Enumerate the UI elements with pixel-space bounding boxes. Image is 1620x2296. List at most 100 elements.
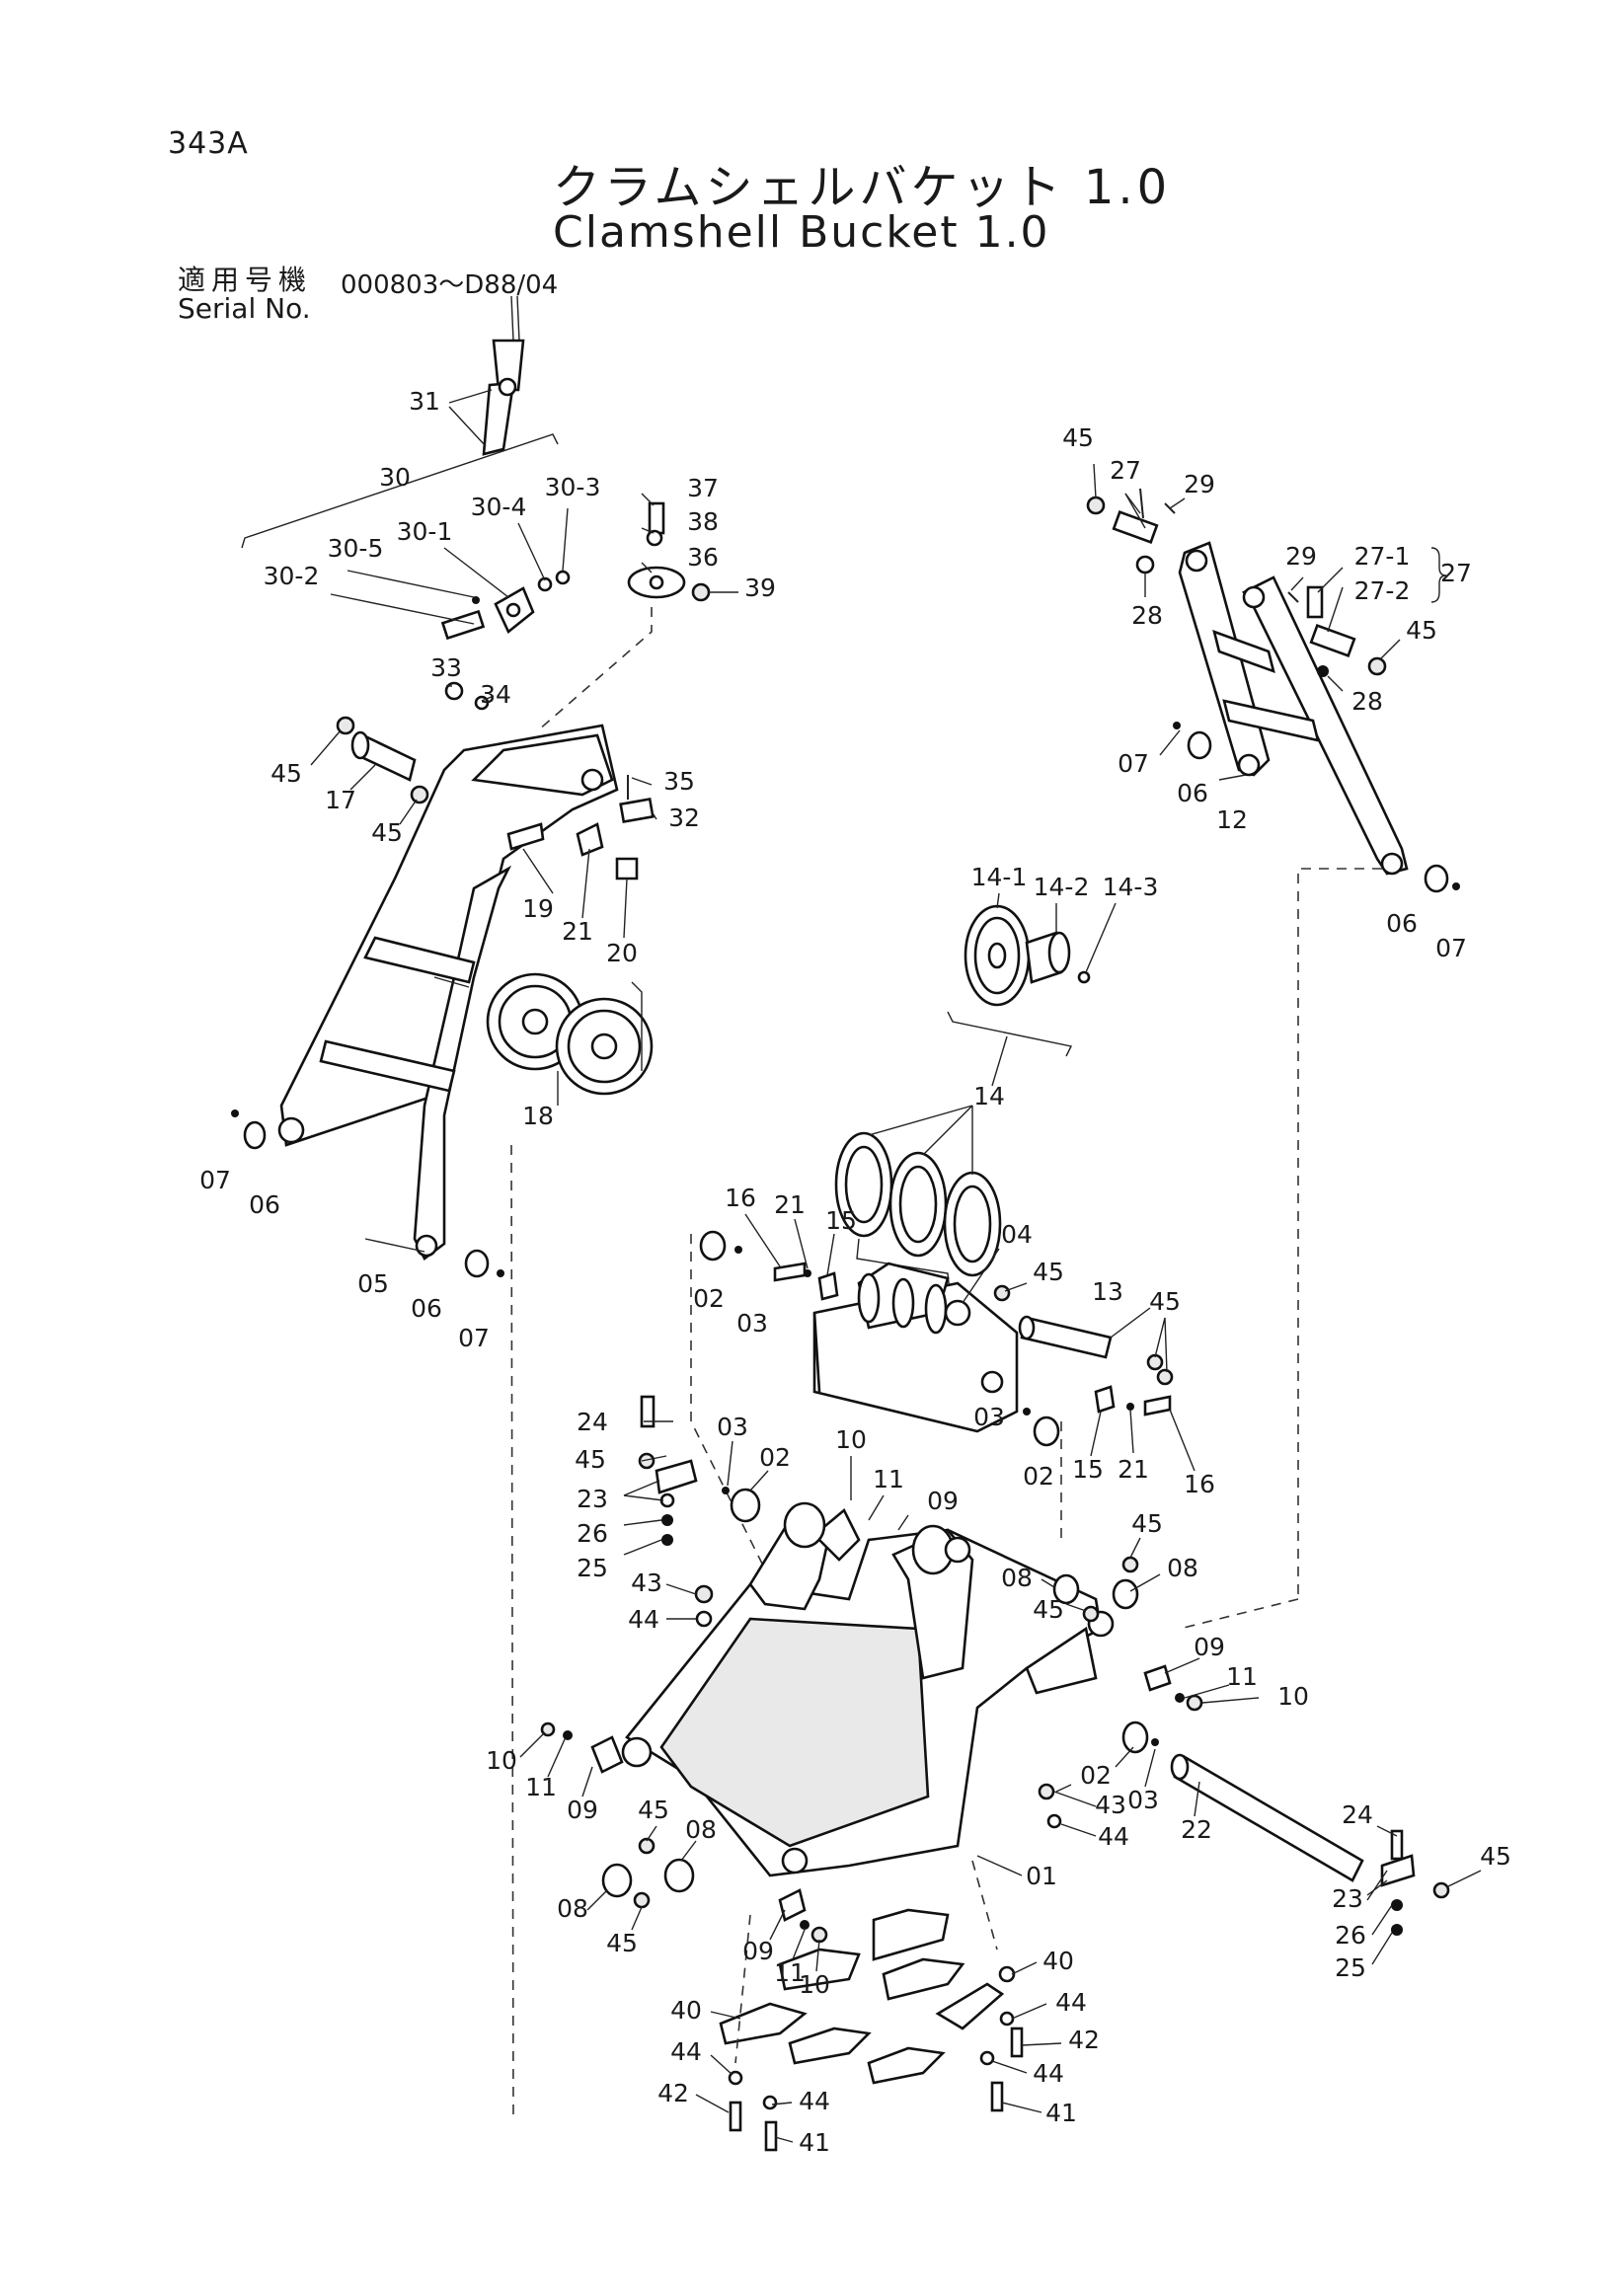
callout-15-block-left: 15 — [825, 1206, 857, 1235]
callout-45-right-top: 45 — [1062, 423, 1094, 452]
callout-03-block-right: 03 — [973, 1403, 1005, 1431]
callout-30: 30 — [379, 463, 411, 492]
callout-30-2: 30-2 — [264, 562, 320, 590]
callout-14-1: 14-1 — [971, 863, 1028, 891]
callout-27-right-top: 27 — [1110, 456, 1141, 485]
callout-06-left-lower: 06 — [411, 1294, 442, 1323]
callout-03-block-left: 03 — [736, 1309, 768, 1338]
callout-30-3: 30-3 — [545, 473, 601, 501]
callout-45-bucket-top-mid: 45 — [1033, 1595, 1064, 1624]
callout-02-bucket-right: 02 — [1080, 1761, 1112, 1790]
callout-07-right-lower: 07 — [1435, 934, 1467, 962]
callout-30-1: 30-1 — [397, 517, 453, 546]
callout-21-block-right: 21 — [1118, 1455, 1149, 1484]
callout-09-bucket-right: 09 — [1194, 1633, 1225, 1661]
callout-45-block-top: 45 — [1033, 1258, 1064, 1286]
callout-45-bucket-lower-left-bottom: 45 — [606, 1929, 638, 1957]
callout-27-group: 27 — [1440, 559, 1472, 587]
callout-23-left: 23 — [577, 1485, 608, 1513]
callout-10-bucket-top: 10 — [835, 1425, 867, 1454]
serial-range: 000803～D88/04 — [341, 270, 559, 300]
sheave-block-assembly — [690, 904, 1174, 1600]
callout-45-bucket-far-right: 45 — [1480, 1842, 1511, 1871]
callout-32: 32 — [668, 804, 700, 832]
callout-10-bucket-right: 10 — [1277, 1682, 1309, 1711]
callout-08-bucket-lower-right: 08 — [685, 1815, 717, 1844]
callout-44-tooth-right-top: 44 — [1055, 1988, 1087, 2017]
callout-45-block-right: 45 — [1149, 1287, 1181, 1316]
callout-14-3: 14-3 — [1103, 873, 1159, 901]
callout-43-right: 43 — [1095, 1791, 1126, 1819]
callout-01: 01 — [1026, 1862, 1057, 1890]
callout-38: 38 — [687, 507, 719, 536]
callout-28-right-top: 28 — [1131, 601, 1163, 630]
callout-labels: 31 30 30-1 30-2 30-3 30-4 30-5 37 38 36 … — [199, 387, 1511, 2157]
callout-25-left: 25 — [577, 1554, 608, 1582]
callout-02-block-right: 02 — [1023, 1462, 1054, 1491]
callout-31: 31 — [409, 387, 440, 416]
callout-23-right: 23 — [1332, 1884, 1363, 1913]
callout-07-right-upper: 07 — [1118, 749, 1149, 778]
callout-30-5: 30-5 — [328, 534, 384, 563]
callout-13: 13 — [1092, 1277, 1123, 1306]
callout-06-left-upper: 06 — [249, 1190, 280, 1219]
callout-06-right-upper: 06 — [1177, 779, 1208, 807]
callout-43-left: 43 — [631, 1569, 662, 1597]
callout-10-bucket-left: 10 — [486, 1746, 517, 1775]
callout-24-left: 24 — [577, 1408, 608, 1436]
callout-37: 37 — [687, 474, 719, 502]
callout-25-right: 25 — [1335, 1953, 1366, 1982]
title-japanese: クラムシェルバケット 1.0 — [553, 160, 1172, 215]
callout-21-block-left: 21 — [774, 1190, 806, 1219]
callout-10-tooth: 10 — [799, 1970, 830, 1999]
callout-20: 20 — [606, 939, 638, 967]
callout-17: 17 — [325, 786, 356, 814]
callout-45-arm-left-mid: 45 — [371, 818, 403, 847]
callout-30-4: 30-4 — [471, 493, 527, 521]
callout-02-block-left: 02 — [693, 1284, 725, 1313]
callout-18: 18 — [522, 1102, 554, 1130]
callout-21-arm: 21 — [562, 917, 593, 946]
callout-11-bucket-right: 11 — [1226, 1662, 1258, 1691]
callout-02-bucket-left: 02 — [759, 1443, 791, 1472]
callout-28-right-mid: 28 — [1351, 687, 1383, 716]
callout-44-tooth-left-bottom: 44 — [799, 2087, 830, 2115]
callout-45-bucket-lower-left-top: 45 — [638, 1796, 669, 1824]
serial-label-english: Serial No. — [178, 292, 311, 325]
callout-16-block-right: 16 — [1184, 1470, 1215, 1498]
callout-11-bucket-top: 11 — [873, 1465, 904, 1493]
page-code: 343A — [168, 126, 249, 161]
callout-44-tooth-left-top: 44 — [670, 2037, 702, 2066]
callout-29-right-top: 29 — [1184, 470, 1215, 498]
callout-05: 05 — [357, 1269, 389, 1298]
callout-45-bucket-right-top: 45 — [1131, 1509, 1163, 1538]
callout-41-right: 41 — [1045, 2099, 1077, 2127]
callout-24-right: 24 — [1342, 1800, 1373, 1829]
callout-27-1: 27-1 — [1354, 542, 1411, 571]
callout-08-bucket-top-right: 08 — [1167, 1554, 1198, 1582]
callout-03-bucket-left: 03 — [717, 1413, 748, 1441]
callout-44-tooth-right-bottom: 44 — [1033, 2059, 1064, 2088]
callout-34: 34 — [480, 680, 511, 709]
callout-39: 39 — [744, 574, 776, 602]
callout-11-bucket-left: 11 — [525, 1773, 557, 1801]
callout-42-left: 42 — [657, 2079, 689, 2107]
callout-44-right: 44 — [1098, 1822, 1129, 1851]
callout-45-arm-left-top: 45 — [270, 759, 302, 788]
serial-label-japanese: 適用号機 — [178, 264, 313, 296]
callout-04: 04 — [1001, 1220, 1033, 1249]
callout-44-left: 44 — [628, 1605, 659, 1634]
callout-36: 36 — [687, 543, 719, 572]
callout-07-left-upper: 07 — [199, 1166, 231, 1194]
title-english: Clamshell Bucket 1.0 — [553, 207, 1050, 258]
callout-45-right-mid: 45 — [1406, 616, 1437, 645]
callout-40-right: 40 — [1042, 1947, 1074, 1975]
callout-26-right: 26 — [1335, 1921, 1366, 1950]
callout-14: 14 — [973, 1082, 1005, 1110]
callout-07-left-lower: 07 — [458, 1324, 490, 1352]
callout-19: 19 — [522, 894, 554, 923]
callout-15-block-right: 15 — [1072, 1455, 1104, 1484]
callout-14-2: 14-2 — [1034, 873, 1090, 901]
callout-09-bucket-top: 09 — [927, 1487, 959, 1515]
callout-35: 35 — [663, 767, 695, 796]
